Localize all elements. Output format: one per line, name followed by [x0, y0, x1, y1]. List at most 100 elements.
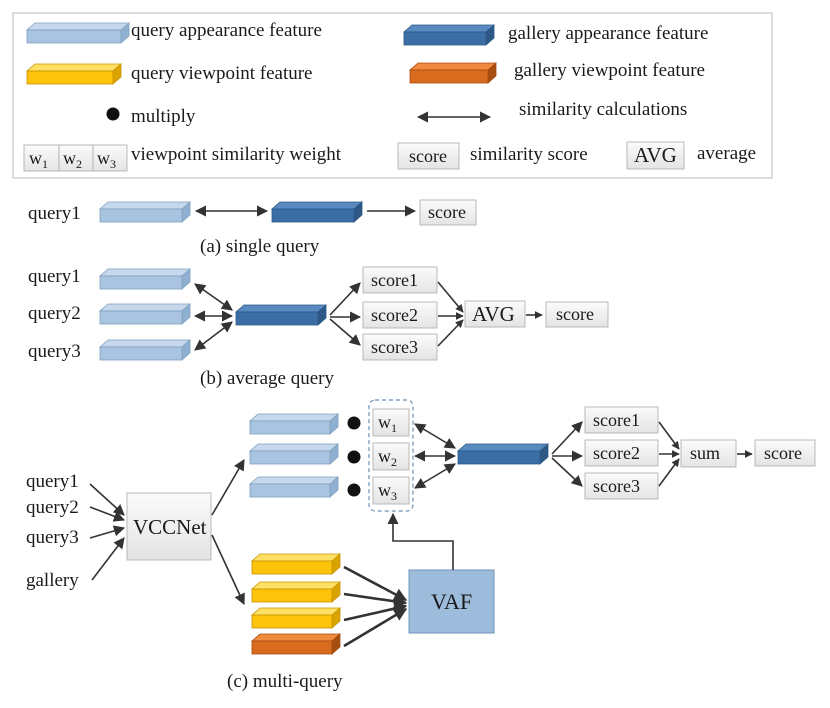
single-query-feature	[98, 201, 192, 223]
multi-out-arrow-1	[551, 421, 583, 455]
multi-gallery-viewpoint-feature	[250, 633, 342, 655]
average-gallery-feature	[234, 304, 328, 326]
multi-score3-box	[584, 472, 659, 500]
multi-query2-viewpoint-feature	[250, 581, 342, 603]
viewpoint-to-vaf-arrow-3	[343, 602, 408, 622]
average-score2-box	[362, 301, 438, 329]
average-score1-label: score1	[371, 270, 418, 290]
multi-input-arrow-1	[89, 483, 125, 516]
average-sim-arrow-3	[194, 321, 233, 351]
legend-similarity-score-label: similarity score	[470, 144, 588, 165]
sum-box	[680, 439, 737, 468]
legend-avg-box	[626, 141, 685, 170]
viewpoint-to-vaf-arrow-4	[343, 607, 408, 648]
sum-label: sum	[690, 443, 720, 463]
single-score-label: score	[428, 202, 466, 222]
average-caption: (b) average query	[200, 368, 334, 389]
average-query3-label: query3	[28, 341, 81, 362]
legend-gallery-viewpoint-label: gallery viewpoint feature	[514, 60, 705, 81]
average-score3-label: score3	[371, 337, 418, 357]
multiply-dot-1	[347, 416, 361, 430]
legend-similarity-label: similarity calculations	[519, 99, 687, 120]
multi-score1-label: score1	[593, 410, 640, 430]
legend-gallery-appearance-label: gallery appearance feature	[508, 23, 708, 44]
legend-query-viewpoint-label: query viewpoint feature	[131, 63, 312, 84]
average-sim-arrow-1	[194, 283, 233, 311]
vaf-to-weights-arrow	[387, 512, 454, 570]
legend-viewpoint-weight-label: viewpoint similarity weight	[131, 144, 342, 165]
multi-sim-arrow-1	[414, 423, 456, 449]
average-query3-feature	[98, 339, 192, 361]
multi-merge-arrow-1	[658, 421, 680, 450]
multi-score1-box	[584, 406, 659, 434]
average-query1-label: query1	[28, 266, 81, 287]
multi-merge-arrow-3	[658, 458, 680, 487]
multi-query1-viewpoint-feature	[250, 553, 342, 575]
single-gallery-feature	[270, 201, 364, 223]
vccnet-to-viewpoint-arrow	[211, 534, 245, 606]
vaf-label: VAF	[431, 589, 472, 614]
multi-input-arrow-2	[89, 506, 126, 522]
multi-query2-feature	[248, 443, 340, 465]
average-score3-box	[362, 333, 438, 361]
average-avg-box	[464, 300, 526, 328]
multi-score2-label: score2	[593, 443, 640, 463]
legend-multiply-dot	[106, 107, 120, 121]
average-avg-label: AVG	[472, 302, 515, 326]
average-out-arrow-1	[329, 282, 361, 316]
legend-score-box	[397, 142, 460, 170]
multiply-dot-2	[347, 450, 361, 464]
multi-gallery-feature	[456, 443, 550, 465]
multi-query3-viewpoint-feature	[250, 607, 342, 629]
weight-w1-box	[372, 408, 410, 437]
legend-avg-box-label: AVG	[634, 143, 677, 167]
legend-query-appearance-swatch	[25, 22, 131, 44]
weight-w3-box	[372, 476, 410, 505]
multi-query3-feature	[248, 476, 340, 498]
legend-query-appearance-label: query appearance feature	[131, 20, 322, 41]
viewpoint-to-vaf-arrow-1	[343, 565, 408, 602]
average-query2-feature	[98, 303, 192, 325]
average-query1-feature	[98, 268, 192, 290]
single-caption: (a) single query	[200, 236, 320, 257]
multi-score-label: score	[764, 443, 802, 463]
multi-query1-label: query1	[26, 471, 79, 492]
legend-average-label: average	[697, 143, 756, 164]
multi-query1-feature	[248, 413, 340, 435]
average-merge-arrow-3	[437, 319, 464, 347]
vccnet-label: VCCNet	[133, 515, 207, 539]
legend-multiply-label: multiply	[131, 106, 196, 127]
multi-caption: (c) multi-query	[227, 671, 343, 692]
multi-score3-label: score3	[593, 476, 640, 496]
average-score2-label: score2	[371, 305, 418, 325]
multi-input-arrow-4	[91, 537, 125, 581]
average-score1-box	[362, 266, 438, 294]
multi-query3-label: query3	[26, 527, 79, 548]
average-score-label: score	[556, 304, 594, 324]
vccnet-box	[126, 492, 212, 561]
average-merge-arrow-1	[437, 281, 464, 313]
average-score-box	[545, 301, 609, 328]
weight-w2-box	[372, 442, 410, 471]
viewpoint-to-vaf-arrow-2	[343, 592, 408, 608]
multi-out-arrow-3	[551, 457, 583, 487]
legend-weight-boxes	[23, 144, 128, 172]
legend-gallery-appearance-swatch	[402, 24, 496, 46]
multi-query2-label: query2	[26, 497, 79, 518]
multiply-dot-3	[347, 483, 361, 497]
average-out-arrow-3	[329, 318, 361, 346]
legend-query-viewpoint-swatch	[25, 63, 123, 85]
vaf-box	[408, 569, 495, 634]
multi-score2-box	[584, 439, 659, 467]
vccnet-to-appearance-arrow	[211, 459, 245, 516]
multi-input-arrow-3	[89, 525, 126, 539]
single-query-label: query1	[28, 203, 81, 224]
average-query2-label: query2	[28, 303, 81, 324]
legend-score-box-label: score	[409, 146, 447, 166]
weights-dashed-group	[368, 399, 414, 512]
multi-score-box	[754, 439, 816, 467]
single-score-box	[419, 199, 477, 226]
legend-gallery-viewpoint-swatch	[408, 62, 498, 84]
multi-gallery-label: gallery	[26, 570, 79, 591]
